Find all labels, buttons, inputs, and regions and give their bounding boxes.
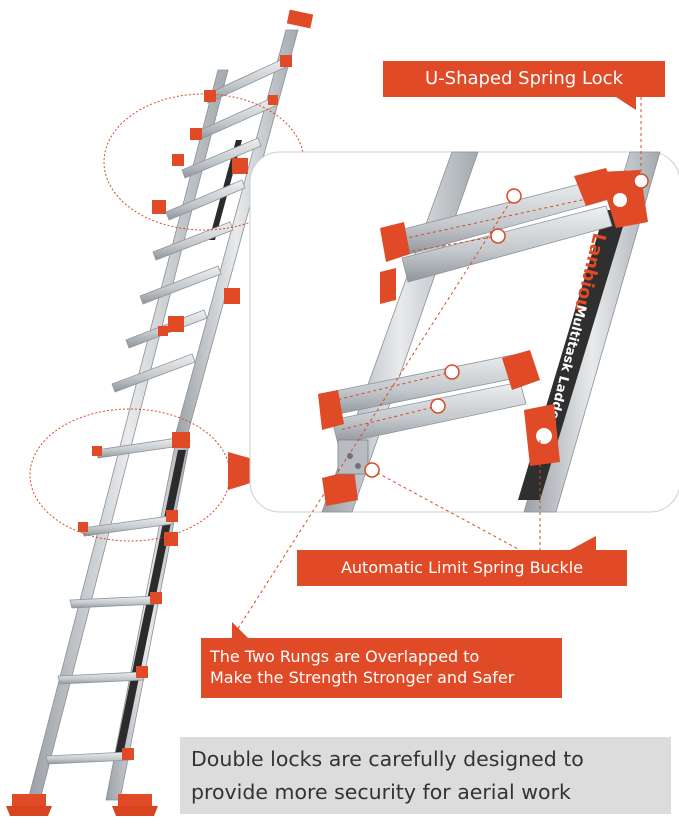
callout-spring-lock-text: U-Shaped Spring Lock [424,68,624,90]
callout-rungs-line1: The Two Rungs are Overlapped to [210,647,480,667]
callout-overlapped-rungs: The Two Rungs are Overlapped to Make the… [201,638,562,698]
callout-u-shaped-spring-lock: U-Shaped Spring Lock [383,61,665,97]
pointer-dots [364,173,649,478]
caption-box: Double locks are carefully designed to p… [180,737,671,814]
caption-line2: provide more security for aerial work [191,780,571,804]
callout-limit-spring-buckle: Automatic Limit Spring Buckle [297,550,627,586]
caption-line1: Double locks are carefully designed to [191,747,584,771]
callout-limit-buckle-text: Automatic Limit Spring Buckle [340,557,584,577]
full-ladder [6,9,314,816]
callout-rungs-line2: Make the Strength Stronger and Safer [210,668,515,687]
leader-lines [231,97,642,639]
detail-panel: Lanbiou Multitask Ladder [249,151,679,513]
